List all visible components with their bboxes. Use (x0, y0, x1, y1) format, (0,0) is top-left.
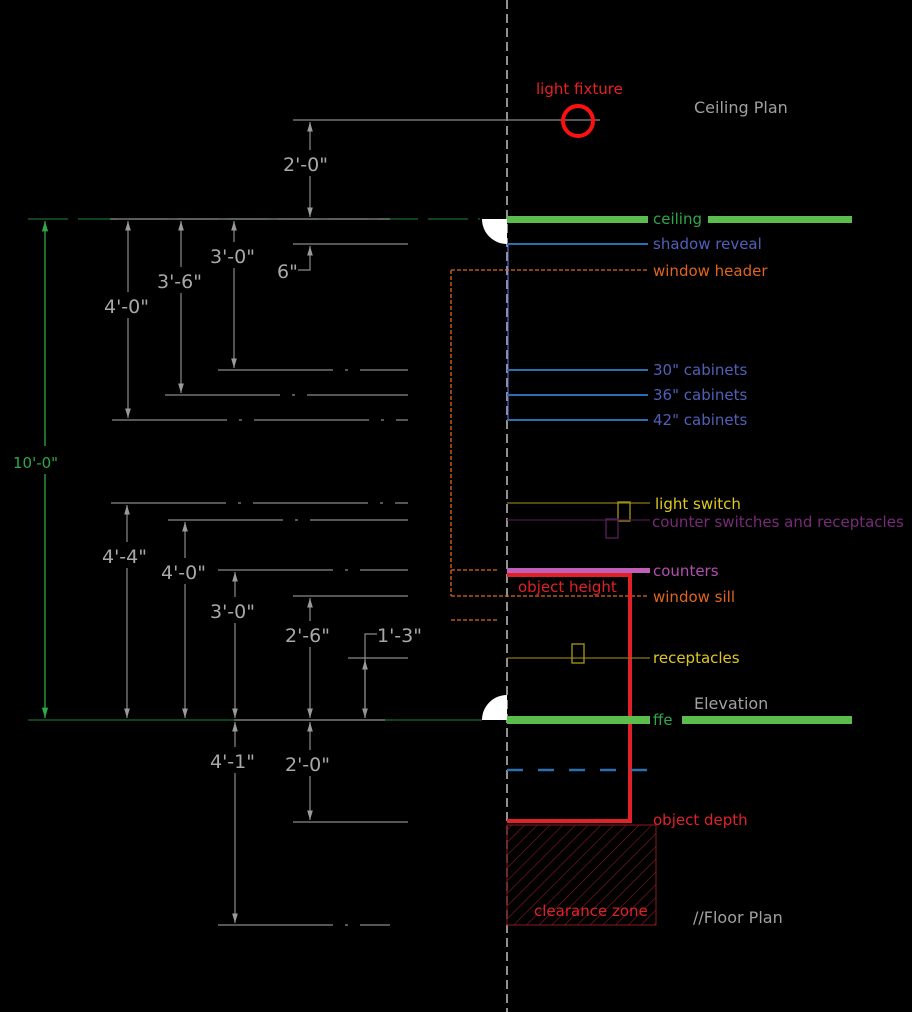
lower-dimensions: 4'-4" 4'-0" 3'-0" 2'-6" 1'-3" 4'-1" 2'-0… (100, 505, 422, 923)
svg-text:3'-6": 3'-6" (157, 271, 202, 293)
window-header-label: window header (653, 262, 768, 280)
svg-text:3'-0": 3'-0" (210, 246, 255, 268)
svg-text:4'-4": 4'-4" (102, 546, 147, 568)
light-switch-icon (617, 501, 631, 522)
svg-text:2'-6": 2'-6" (285, 625, 330, 647)
receptacle-icon (571, 643, 585, 664)
counters-label: counters (653, 562, 719, 580)
cabinet-36-label: 36" cabinets (653, 386, 747, 404)
receptacles-label: receptacles (653, 649, 740, 667)
clearance-zone-label: clearance zone (534, 902, 648, 920)
window-sill-label: window sill (653, 588, 735, 606)
light-fixture-icon (561, 104, 595, 138)
cabinet-42-label: 42" cabinets (653, 411, 747, 429)
cabinet-30-label: 30" cabinets (653, 361, 747, 379)
counter-switch-label: counter switches and receptacles (652, 513, 904, 531)
overall-dimension: 10'-0" (13, 454, 58, 472)
svg-text:3'-0": 3'-0" (210, 601, 255, 623)
ceiling-bar-right (708, 216, 852, 223)
svg-text:4'-0": 4'-0" (104, 296, 149, 318)
shadow-reveal-label: shadow reveal (653, 235, 762, 253)
counter-switch-icon (605, 518, 619, 539)
ffe-bar (507, 716, 650, 724)
window-outline (450, 269, 648, 621)
floor-plan-title: //Floor Plan (693, 908, 783, 927)
object-outline (507, 573, 632, 823)
svg-text:6": 6" (277, 261, 298, 283)
ceiling-label: ceiling (653, 210, 702, 228)
light-switch-label: light switch (655, 495, 741, 513)
extension-lines (111, 243, 408, 926)
svg-text:4'-1": 4'-1" (210, 751, 255, 773)
svg-text:4'-0": 4'-0" (161, 562, 206, 584)
object-depth-label: object depth (653, 811, 748, 829)
counters-bar (507, 568, 650, 573)
svg-text:2'-0": 2'-0" (283, 154, 328, 176)
svg-text:2'-0": 2'-0" (285, 754, 330, 776)
object-height-label: object height (518, 578, 617, 596)
ffe-quarter-circle (482, 695, 507, 720)
ffe-bar-right (682, 716, 852, 724)
ceiling-plan-title: Ceiling Plan (694, 98, 788, 117)
ffe-label: ffe (653, 711, 673, 729)
light-fixture-label: light fixture (536, 80, 623, 98)
ceiling-quarter-circle (482, 219, 507, 244)
clearance-zone (506, 824, 657, 926)
ceiling-bar (507, 216, 648, 223)
upper-dimensions: 2'-0" 6" 3'-0" 3'-6" 4'-0" (102, 122, 340, 418)
elevation-title: Elevation (694, 694, 768, 713)
svg-text:1'-3": 1'-3" (377, 625, 422, 647)
